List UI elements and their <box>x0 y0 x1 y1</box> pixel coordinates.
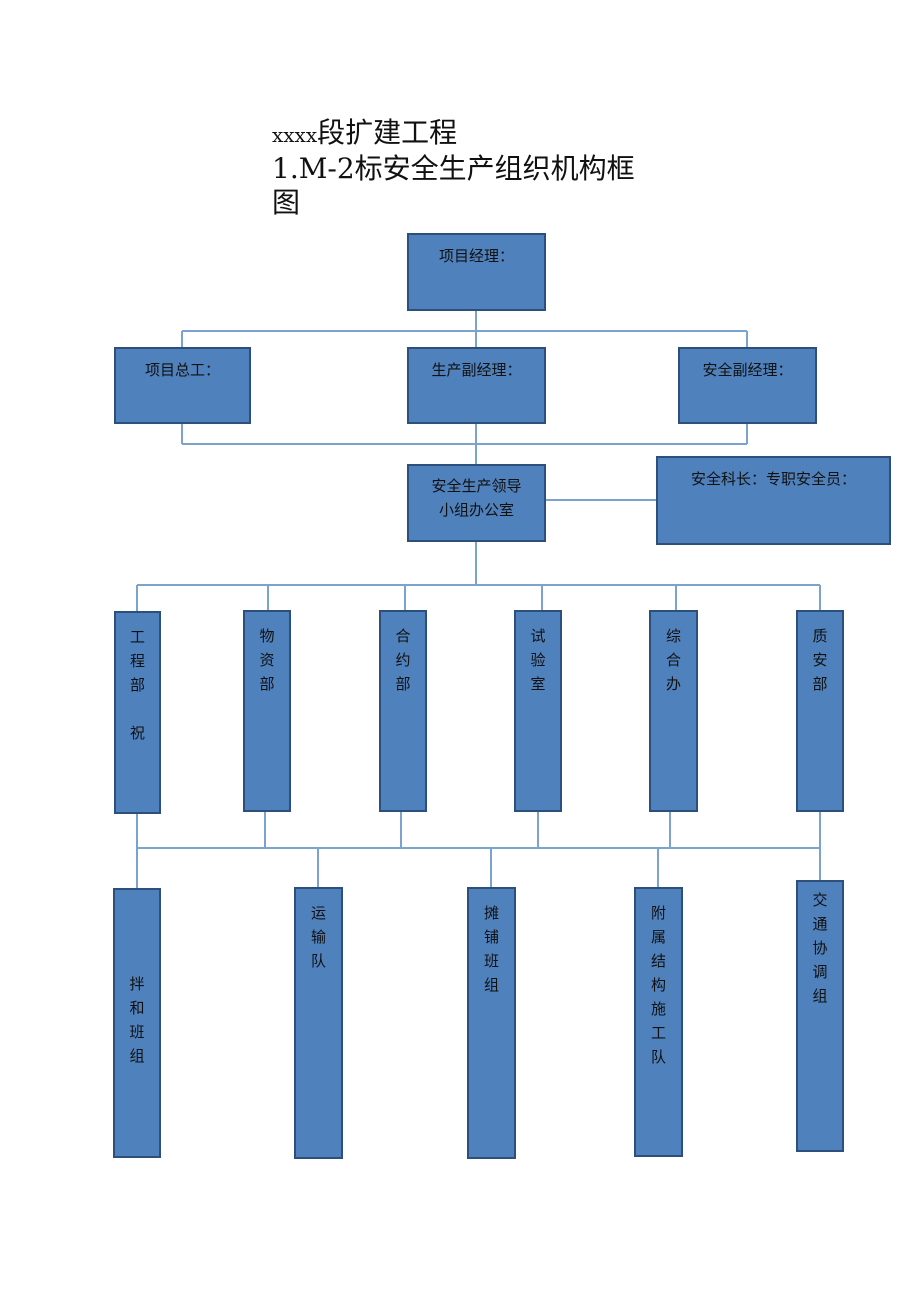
team-box-paving: 摊 铺 班 组 <box>467 887 516 1159</box>
safety-office-line-2: 小组办公室 <box>438 501 514 519</box>
team-char: 组 <box>483 976 499 994</box>
safety-deputy-label: 安全副经理： <box>702 361 793 379</box>
department-char: 部 <box>812 675 828 693</box>
safety-office-line-1: 安全生产领导 <box>431 477 522 495</box>
team-char: 交 <box>812 891 828 909</box>
team-char: 工 <box>650 1024 666 1042</box>
team-char: 和 <box>129 999 145 1017</box>
department-char: 安 <box>812 651 828 669</box>
department-char: 程 <box>129 652 145 670</box>
safety-chief-label: 安全科长：专职安全员： <box>690 470 856 488</box>
team-char: 施 <box>650 1000 666 1018</box>
team-char: 调 <box>812 963 828 981</box>
department-char: 部 <box>259 675 275 693</box>
title-line-1: xxxx段扩建工程 <box>272 116 652 152</box>
title-main: 段扩建工程 <box>317 116 458 149</box>
department-char: 工 <box>129 628 145 646</box>
title-line-2: 1.M-2标安全生产组织机构框 <box>272 152 635 185</box>
team-char: 铺 <box>483 928 499 946</box>
team-char: 组 <box>812 987 828 1005</box>
team-char: 队 <box>310 952 326 970</box>
chief-engineer-box: 项目总工： <box>114 347 251 424</box>
safety-deputy-box: 安全副经理： <box>678 347 817 424</box>
team-char: 构 <box>650 976 666 994</box>
department-box-contracts: 合 约 部 <box>379 610 427 812</box>
department-char: 约 <box>395 651 411 669</box>
team-char: 队 <box>650 1048 666 1066</box>
production-deputy-label: 生产副经理： <box>431 361 522 379</box>
team-box-auxiliary-structure: 附 属 结 构 施 工 队 <box>634 887 683 1157</box>
title-line-3: 图 <box>272 186 301 219</box>
department-box-quality-safety: 质 安 部 <box>796 610 844 812</box>
team-box-traffic-coordination: 交 通 协 调 组 <box>796 880 844 1152</box>
project-manager-label: 项目经理： <box>438 247 514 265</box>
team-char: 附 <box>650 904 666 922</box>
department-box-engineering: 工 程 部 祝 <box>114 611 161 814</box>
department-box-general-office: 综 合 办 <box>649 610 698 812</box>
team-char: 结 <box>650 952 666 970</box>
department-char: 办 <box>665 675 681 693</box>
department-char: 验 <box>530 651 546 669</box>
team-char: 属 <box>650 928 666 946</box>
department-char: 资 <box>259 651 275 669</box>
team-box-mixing: 拌 和 班 组 <box>113 888 161 1158</box>
department-char: 物 <box>259 627 275 645</box>
safety-chief-box: 安全科长：专职安全员： <box>656 456 891 545</box>
project-manager-box: 项目经理： <box>407 233 546 311</box>
safety-office-box: 安全生产领导 小组办公室 <box>407 464 546 542</box>
chief-engineer-label: 项目总工： <box>144 361 220 379</box>
department-char <box>116 697 159 721</box>
team-box-transport: 运 输 队 <box>294 887 343 1159</box>
team-char: 班 <box>129 1023 145 1041</box>
team-char: 拌 <box>129 975 145 993</box>
team-char: 组 <box>129 1047 145 1065</box>
production-deputy-box: 生产副经理： <box>407 347 546 424</box>
department-char: 部 <box>129 676 145 694</box>
diagram-title: xxxx段扩建工程 1.M-2标安全生产组织机构框 图 <box>272 116 652 220</box>
team-char: 班 <box>483 952 499 970</box>
team-char: 通 <box>812 915 828 933</box>
department-char: 室 <box>530 675 546 693</box>
team-char: 摊 <box>483 904 499 922</box>
department-char: 试 <box>530 627 546 645</box>
department-char: 综 <box>665 627 681 645</box>
department-box-materials: 物 资 部 <box>243 610 291 812</box>
department-char: 质 <box>812 627 828 645</box>
team-char: 协 <box>812 939 828 957</box>
department-char: 合 <box>665 651 681 669</box>
department-char: 部 <box>395 675 411 693</box>
team-char: 运 <box>310 904 326 922</box>
department-char: 合 <box>395 627 411 645</box>
department-char: 祝 <box>129 724 145 742</box>
title-prefix: xxxx <box>272 123 318 147</box>
team-char: 输 <box>310 928 326 946</box>
department-box-laboratory: 试 验 室 <box>514 610 562 812</box>
